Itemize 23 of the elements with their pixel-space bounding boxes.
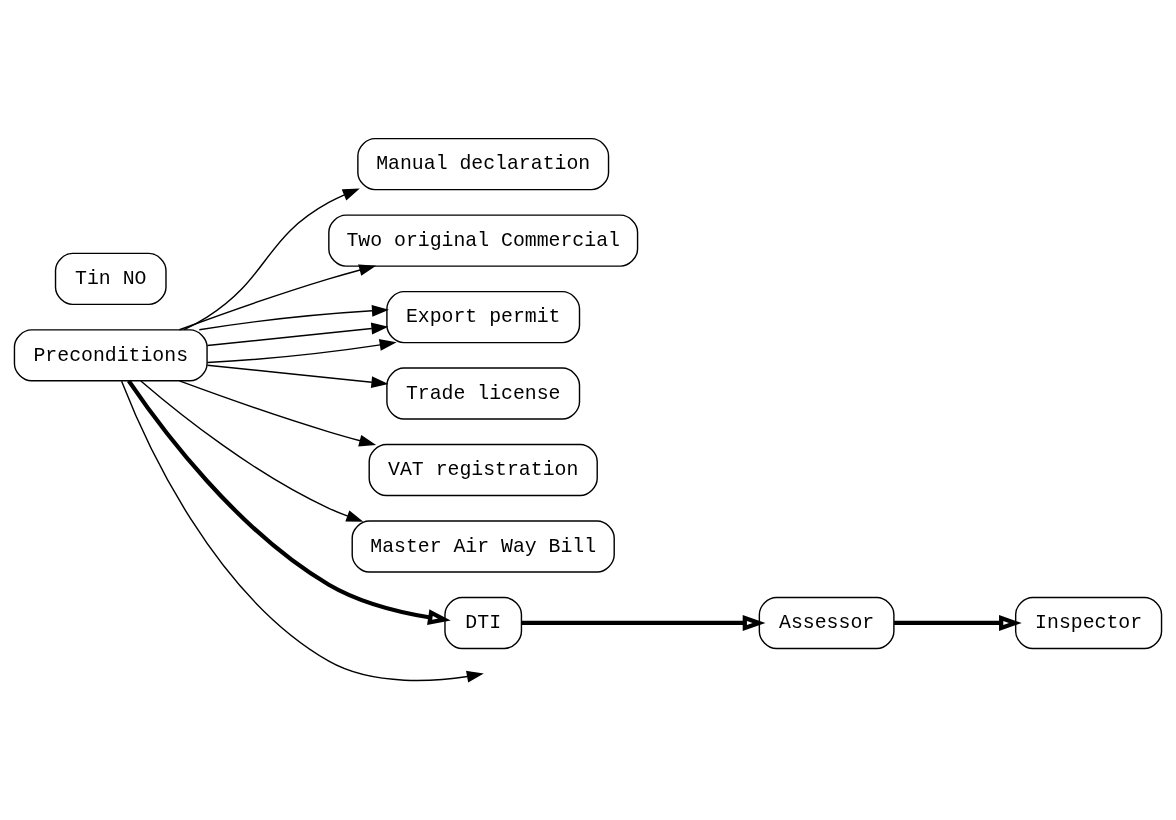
arrow <box>178 380 377 447</box>
arrow <box>198 304 389 331</box>
arrow <box>183 188 360 331</box>
arrow <box>127 379 451 626</box>
node-box: Trade license <box>386 367 581 420</box>
arrow <box>140 380 364 522</box>
node-box: Export permit <box>386 290 581 344</box>
node-box: Preconditions <box>13 329 208 382</box>
node-box: Manual declaration <box>357 137 610 191</box>
arrow <box>206 364 389 389</box>
arrow <box>178 264 377 331</box>
arrow <box>206 339 397 364</box>
arrow <box>206 322 389 347</box>
node-box: Assessor <box>758 596 895 650</box>
arrow <box>521 615 766 631</box>
arrow <box>894 615 1022 631</box>
node-box: Two original Commercial <box>328 214 639 267</box>
node-box: DTI <box>444 596 523 650</box>
node-box: Tin NO <box>54 252 167 306</box>
node-box: Inspector <box>1014 596 1163 650</box>
node-box: Master Air Way Bill <box>351 520 615 573</box>
arrow <box>120 380 484 683</box>
node-box: VAT registration <box>368 443 598 497</box>
